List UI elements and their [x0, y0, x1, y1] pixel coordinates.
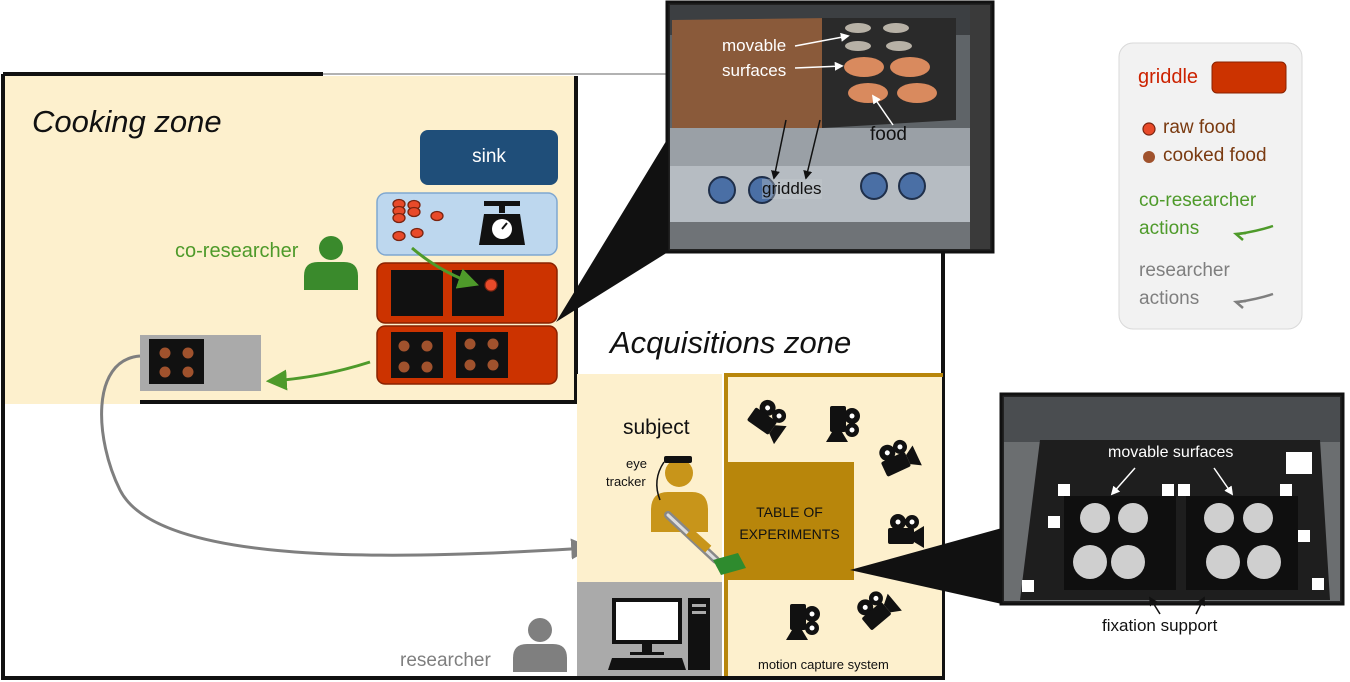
co-researcher-action-arrow-1 — [411, 246, 479, 289]
photo-griddles — [665, 0, 995, 254]
co-researcher-label: co-researcher — [175, 240, 299, 262]
subject-label: subject — [623, 416, 690, 439]
photo-top-food-label: food — [870, 124, 907, 145]
callout-wedge-bottom — [850, 528, 1002, 604]
legend-researcher-line1: researcher — [1139, 260, 1230, 281]
legend-griddle-label: griddle — [1138, 66, 1199, 88]
eye-tracker-label-line1: eye — [626, 456, 647, 471]
legend-griddle-swatch — [1211, 61, 1287, 94]
researcher-label: researcher — [400, 650, 491, 671]
photo-bottom-movable-label: movable surfaces — [1108, 444, 1234, 461]
table-label-line2: EXPERIMENTS — [739, 526, 840, 542]
researcher-action-arrow — [100, 354, 593, 560]
photo-top-movable-line2: surfaces — [722, 61, 787, 80]
raw-food — [484, 278, 498, 292]
callout-wedge-top — [556, 138, 668, 322]
subject-icon — [651, 456, 746, 575]
sink — [420, 130, 558, 185]
table-label-line1: TABLE OF — [756, 504, 823, 520]
eye-tracker-icon — [664, 456, 692, 463]
motion-capture-label: motion capture system — [758, 657, 889, 672]
legend-cooked-food-label: cooked food — [1163, 145, 1267, 166]
hand-tool — [664, 511, 746, 575]
photo-top-griddles-label: griddles — [762, 179, 822, 199]
researcher-icon — [513, 618, 567, 672]
scale-tray — [376, 192, 558, 256]
griddle-top — [376, 262, 558, 324]
photo-top-movable-line1: movable — [722, 36, 787, 55]
sink-label: sink — [472, 146, 506, 167]
legend-raw-food-dot — [1142, 122, 1156, 136]
computer-icon — [608, 598, 710, 670]
table-of-experiments — [725, 462, 854, 580]
legend-raw-food-label: raw food — [1163, 117, 1236, 138]
griddle-bottom — [376, 325, 558, 385]
transfer-tray — [140, 335, 261, 391]
scale-icon — [479, 201, 525, 245]
photo-experiment-table — [999, 392, 1345, 615]
acquisitions-zone-title: Acquisitions zone — [610, 325, 852, 360]
photo-bottom-fixation-label: fixation support — [1102, 616, 1218, 635]
legend-co-researcher-line2: actions — [1139, 218, 1200, 239]
co-researcher-action-arrow-2 — [265, 360, 371, 391]
raw-food-stack — [392, 198, 444, 242]
legend-researcher-line2: actions — [1139, 288, 1200, 309]
legend-cooked-food-dot — [1143, 151, 1155, 163]
cooking-zone-title: Cooking zone — [32, 104, 222, 139]
legend-co-researcher-line1: co-researcher — [1139, 190, 1257, 211]
legend — [1118, 42, 1303, 330]
room-outline — [1, 72, 945, 680]
eye-tracker-label-line2: tracker — [606, 474, 646, 489]
